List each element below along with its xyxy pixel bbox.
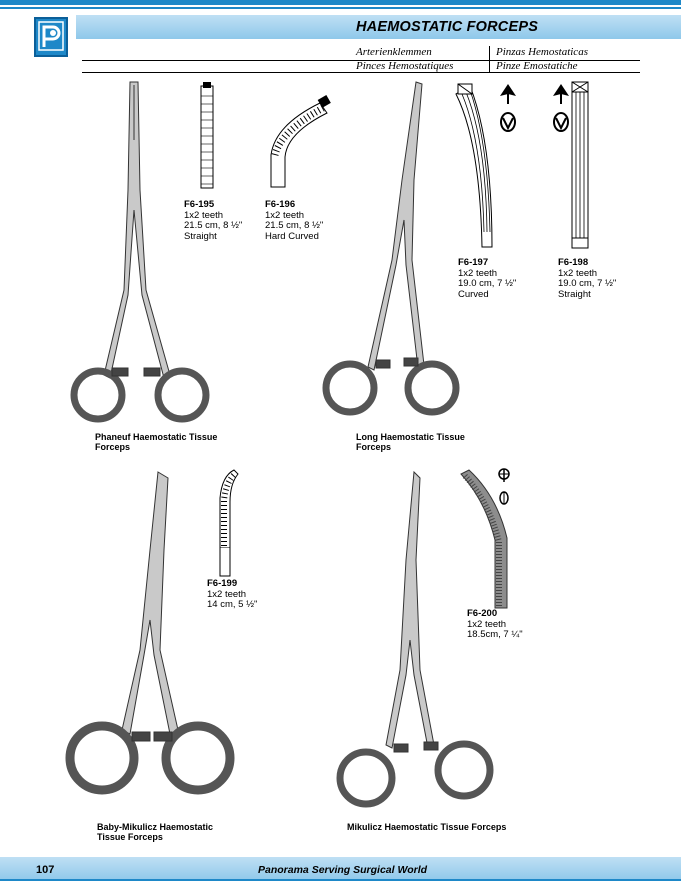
f6-198-jaw-illustration xyxy=(571,81,589,249)
footer-rule xyxy=(0,879,681,881)
product-code: F6-195 xyxy=(184,199,215,210)
product-shape: Straight xyxy=(184,230,217,242)
product-shape: Straight xyxy=(558,288,591,300)
product-size: 19.0 cm, 7 ½" xyxy=(458,278,517,289)
product-size: 21.5 cm, 8 ½" xyxy=(265,220,324,231)
translation-fr: Pinces Hemostatiques xyxy=(356,60,454,72)
page-number: 107 xyxy=(36,864,55,876)
f6-199-jaw-illustration xyxy=(219,469,239,577)
top-rule-lower xyxy=(0,7,681,9)
product-shape: Curved xyxy=(458,288,489,300)
product-teeth: 1x2 teeth xyxy=(207,588,247,600)
product-code: F6-199 xyxy=(207,578,238,589)
product-shape: Hard Curved xyxy=(265,230,319,242)
product-teeth: 1x2 teeth xyxy=(458,267,498,279)
product-teeth: 1x2 teeth xyxy=(467,618,507,630)
divider xyxy=(82,72,640,73)
instrument-name-baby-mikulicz: Baby-Mikulicz Haemostatic Tissue Forceps xyxy=(97,822,214,842)
long-forceps-illustration xyxy=(322,81,460,416)
page-title: HAEMOSTATIC FORCEPS xyxy=(356,19,539,35)
product-f6-195: F6-195 1x2 teeth 21.5 cm, 8 ½" Straight xyxy=(184,199,243,242)
f6-200-jaw-illustration xyxy=(460,469,508,609)
divider xyxy=(82,60,640,61)
instrument-name-long: Long Haemostatic Tissue Forceps xyxy=(356,432,465,452)
f6-197-cross-section-illustration xyxy=(500,84,516,132)
f6-198-cross-section-illustration xyxy=(553,84,569,132)
top-rule-gap xyxy=(0,5,681,7)
product-code: F6-200 xyxy=(467,608,498,619)
product-f6-200: F6-200 1x2 teeth 18.5cm, 7 ¼" xyxy=(467,608,523,641)
product-size: 14 cm, 5 ½" xyxy=(207,599,258,610)
divider xyxy=(489,46,490,73)
product-code: F6-197 xyxy=(458,257,489,268)
f6-200-cross-section-illustration xyxy=(498,468,510,505)
f6-195-jaw-illustration xyxy=(200,82,214,189)
product-size: 19.0 cm, 7 ½" xyxy=(558,278,617,289)
footer-slogan: Panorama Serving Surgical World xyxy=(258,864,428,876)
product-f6-196: F6-196 1x2 teeth 21.5 cm, 8 ½" Hard Curv… xyxy=(265,199,324,242)
product-teeth: 1x2 teeth xyxy=(558,267,598,279)
product-size: 21.5 cm, 8 ½" xyxy=(184,220,243,231)
top-rule xyxy=(0,0,681,5)
product-teeth: 1x2 teeth xyxy=(265,209,305,221)
f6-197-jaw-illustration xyxy=(455,83,493,248)
panorama-logo-icon xyxy=(34,17,68,57)
translation-de: Arterienklemmen xyxy=(356,46,432,58)
translation-es: Pinzas Hemostaticas xyxy=(496,46,588,58)
product-code: F6-196 xyxy=(265,199,296,210)
baby-mikulicz-forceps-illustration xyxy=(65,471,235,795)
instrument-name-mikulicz: Mikulicz Haemostatic Tissue Forceps xyxy=(347,822,507,832)
product-f6-198: F6-198 1x2 teeth 19.0 cm, 7 ½" Straight xyxy=(558,257,617,300)
mikulicz-forceps-illustration xyxy=(336,470,494,808)
product-size: 18.5cm, 7 ¼" xyxy=(467,629,523,640)
product-code: F6-198 xyxy=(558,257,589,268)
footer-band xyxy=(0,857,681,881)
phaneuf-forceps-illustration xyxy=(70,81,210,423)
instrument-name-phaneuf: Phaneuf Haemostatic Tissue Forceps xyxy=(95,432,218,452)
translation-it: Pinze Emostatiche xyxy=(496,60,578,72)
product-teeth: 1x2 teeth xyxy=(184,209,224,221)
header-band xyxy=(76,15,681,39)
product-f6-197: F6-197 1x2 teeth 19.0 cm, 7 ½" Curved xyxy=(458,257,517,300)
product-f6-199: F6-199 1x2 teeth 14 cm, 5 ½" xyxy=(207,578,258,611)
f6-196-jaw-illustration xyxy=(270,95,331,188)
